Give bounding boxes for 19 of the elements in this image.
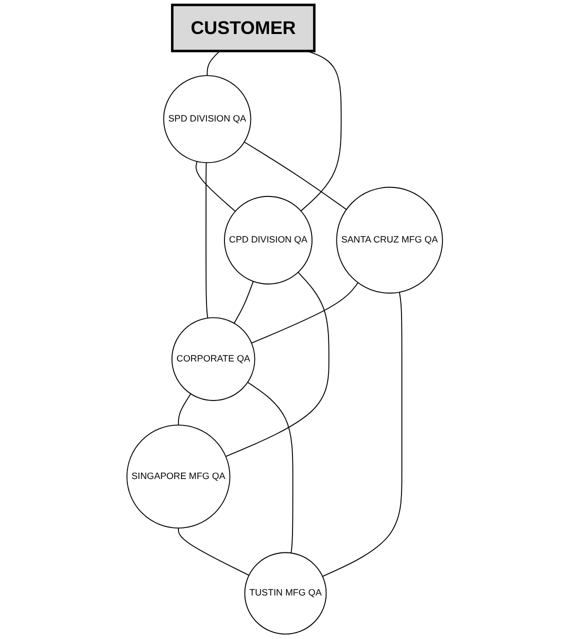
connector xyxy=(226,272,330,457)
connector xyxy=(244,142,348,210)
connector xyxy=(178,528,250,576)
connector xyxy=(206,162,208,319)
node-circle: SANTA CRUZ MFG QA xyxy=(336,186,444,294)
node-circle: SINGAPORE MFG QA xyxy=(126,424,231,529)
connector xyxy=(196,161,236,212)
node-circle: TUSTIN MFG QA xyxy=(244,552,327,635)
node-box: CUSTOMER xyxy=(171,4,316,52)
connector xyxy=(251,282,359,344)
connector xyxy=(207,50,221,76)
connector xyxy=(322,292,403,577)
node-circle: SPD DIVISION QA xyxy=(164,75,252,164)
node-circle: CORPORATE QA xyxy=(172,317,256,401)
node-circle: CPD DIVISION QA xyxy=(224,196,313,284)
connector xyxy=(248,382,294,554)
connector xyxy=(234,280,254,324)
connector xyxy=(300,50,342,212)
connector xyxy=(178,393,192,426)
